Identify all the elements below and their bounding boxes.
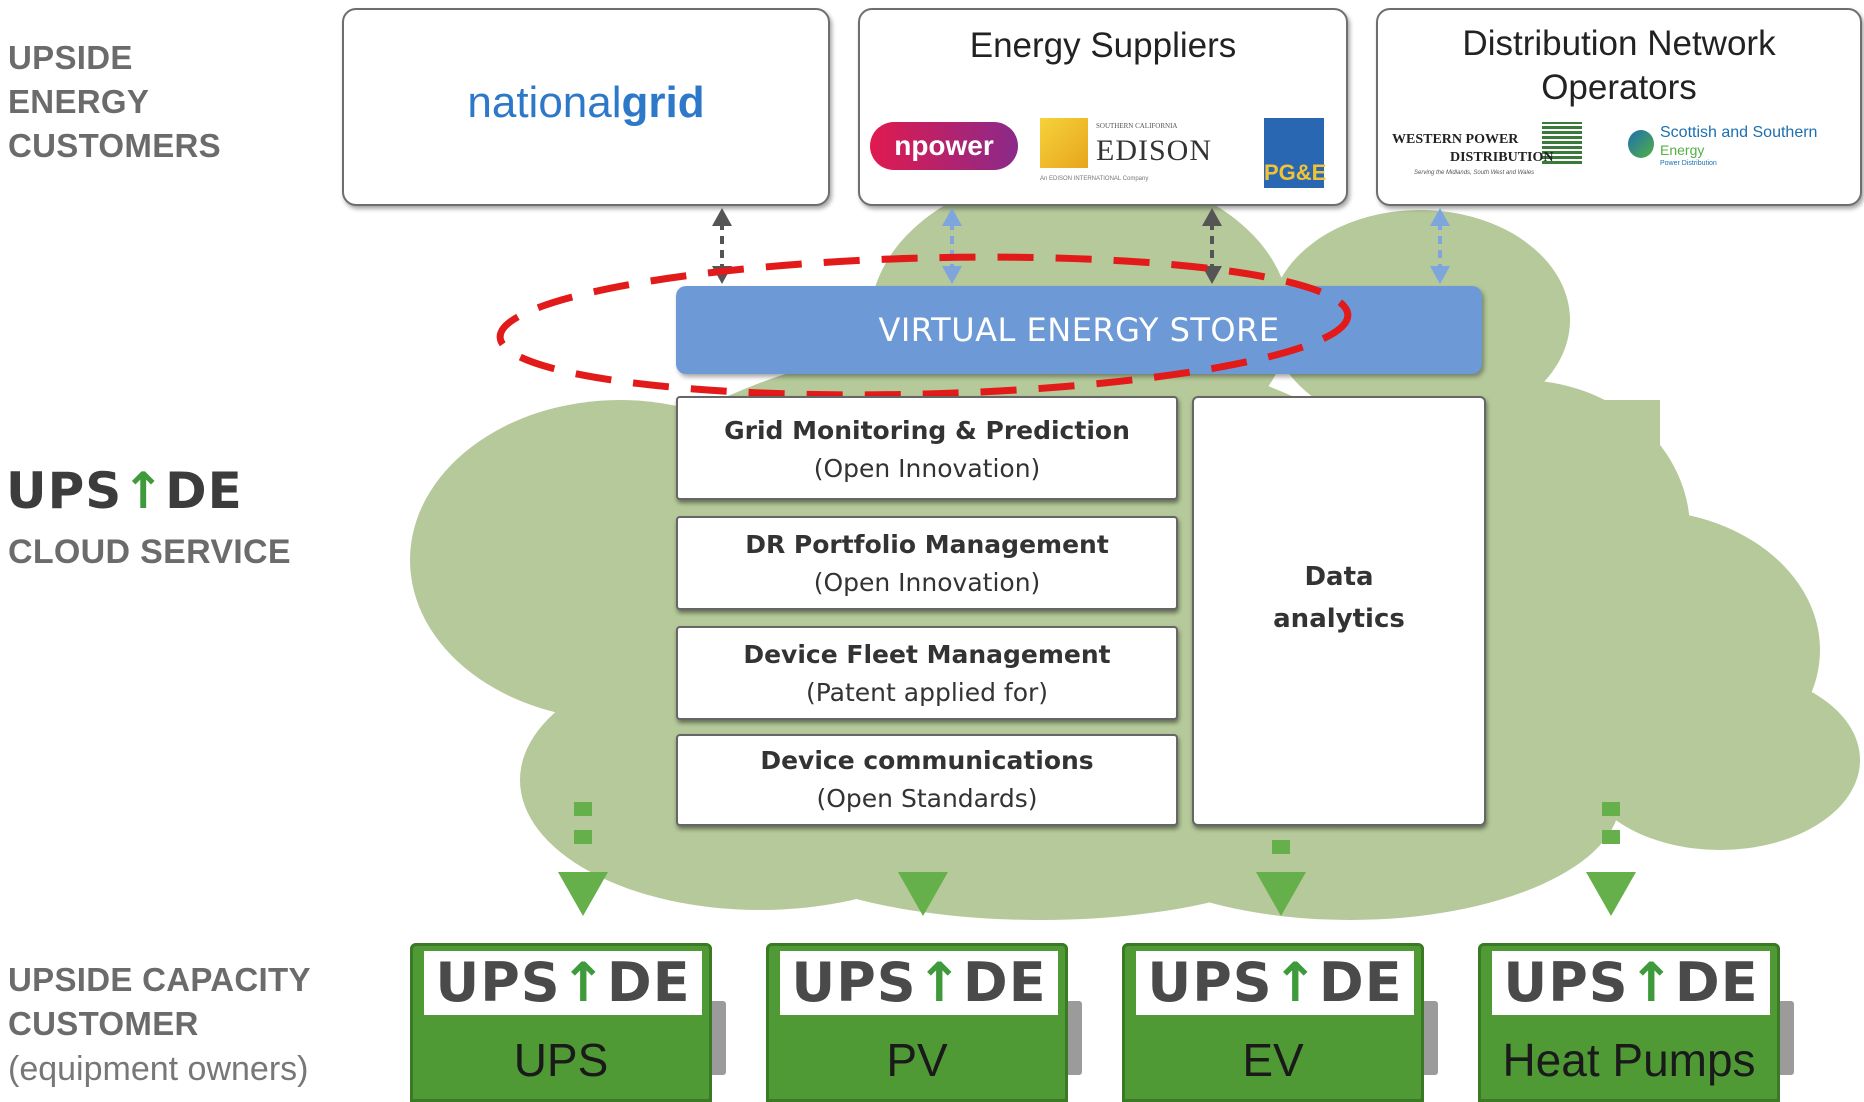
wpd-tagline: Serving the Midlands, South West and Wal… — [1414, 170, 1535, 176]
service-grid-monitoring: Grid Monitoring & Prediction (Open Innov… — [676, 396, 1178, 500]
arrow-up-ng — [712, 208, 732, 226]
wpd-logo-text-1: WESTERN POWER — [1392, 132, 1519, 147]
edison-tagline: An EDISON INTERNATIONAL Company — [1040, 176, 1149, 182]
battery-logo: UPS↑DE — [780, 951, 1058, 1015]
wpd-logo-graphic — [1542, 122, 1582, 164]
capacity-customer-label: UPSIDE CAPACITY CUSTOMER — [8, 961, 311, 1042]
sse-logo-text-3: Power Distribution — [1660, 160, 1717, 167]
arrow-up-dno — [1430, 208, 1450, 226]
arrow-up-sup-gray — [1202, 208, 1222, 226]
battery-label: PV — [886, 1034, 948, 1086]
battery-terminal — [1068, 1001, 1082, 1075]
service-device-communications: Device communications (Open Standards) — [676, 734, 1178, 826]
up-arrow-icon: ↑ — [1628, 951, 1675, 1014]
battery-label: Heat Pumps — [1502, 1034, 1756, 1086]
up-arrow-icon: ↑ — [122, 462, 166, 520]
cloud-service-label: CLOUD SERVICE — [8, 533, 291, 571]
up-arrow-icon: ↑ — [560, 951, 607, 1014]
battery-label: EV — [1242, 1034, 1304, 1086]
connector-arrows — [712, 208, 1450, 284]
data-analytics-box: Data analytics — [1192, 396, 1486, 826]
up-arrow-icon: ↑ — [916, 951, 963, 1014]
national-grid-box: nationalgrid — [342, 8, 830, 206]
battery-heat-pumps: UPS↑DE Heat Pumps — [1478, 943, 1794, 1102]
dno-title: Distribution Network Operators — [1462, 24, 1776, 107]
edison-logo: EDISON — [1096, 134, 1212, 167]
battery-logo: UPS↑DE — [1492, 951, 1770, 1015]
battery-ups: UPS↑DE UPS — [410, 943, 726, 1102]
national-grid-logo: nationalgrid — [467, 78, 705, 127]
arrow-down-ev — [1256, 840, 1306, 916]
battery-logo: UPS↑DE — [1136, 951, 1414, 1015]
virtual-energy-store-bar: VIRTUAL ENERGY STORE — [676, 286, 1482, 374]
arrow-up-sup-blue — [942, 208, 962, 226]
arrow-down-dno — [1430, 266, 1450, 284]
sse-logo-text-2: Energy — [1660, 142, 1705, 158]
arrow-down-sup-blue — [942, 266, 962, 284]
down-arrows — [558, 802, 1636, 916]
sse-swoosh-icon — [1628, 130, 1654, 158]
battery-terminal — [712, 1001, 726, 1075]
up-arrow-icon: ↑ — [1272, 951, 1319, 1014]
arrow-down-heatpumps — [1586, 802, 1636, 916]
upside-cloud-logo: UPS↑DE — [6, 462, 243, 520]
service-device-fleet: Device Fleet Management (Patent applied … — [676, 626, 1178, 720]
energy-suppliers-box: Energy Suppliers npower SOUTHERN CALIFOR… — [858, 8, 1348, 206]
capacity-note: (equipment owners) — [8, 1050, 309, 1088]
battery-logo: UPS↑DE — [424, 951, 702, 1015]
highlight-ellipse — [496, 253, 1352, 399]
customers-label: UPSIDE ENERGY CUSTOMERS — [8, 39, 221, 164]
battery-label: UPS — [513, 1034, 609, 1086]
battery-terminal — [1424, 1001, 1438, 1075]
pge-logo: PG&E — [1264, 118, 1326, 188]
sun-icon — [1040, 118, 1088, 168]
battery-terminal — [1780, 1001, 1794, 1075]
dno-box: Distribution Network Operators WESTERN P… — [1376, 8, 1862, 206]
energy-suppliers-title: Energy Suppliers — [969, 26, 1237, 65]
battery-pv: UPS↑DE PV — [766, 943, 1082, 1102]
battery-ev: UPS↑DE EV — [1122, 943, 1438, 1102]
arrow-down-ups — [558, 802, 608, 916]
edison-small-text: SOUTHERN CALIFORNIA — [1096, 122, 1178, 130]
service-dr-portfolio: DR Portfolio Management (Open Innovation… — [676, 516, 1178, 610]
sse-logo-text-1: Scottish and Southern — [1660, 124, 1818, 141]
npower-logo: npower — [870, 122, 1018, 170]
arrow-down-pv — [898, 872, 948, 916]
wpd-logo-text-2: DISTRIBUTION — [1450, 150, 1554, 165]
